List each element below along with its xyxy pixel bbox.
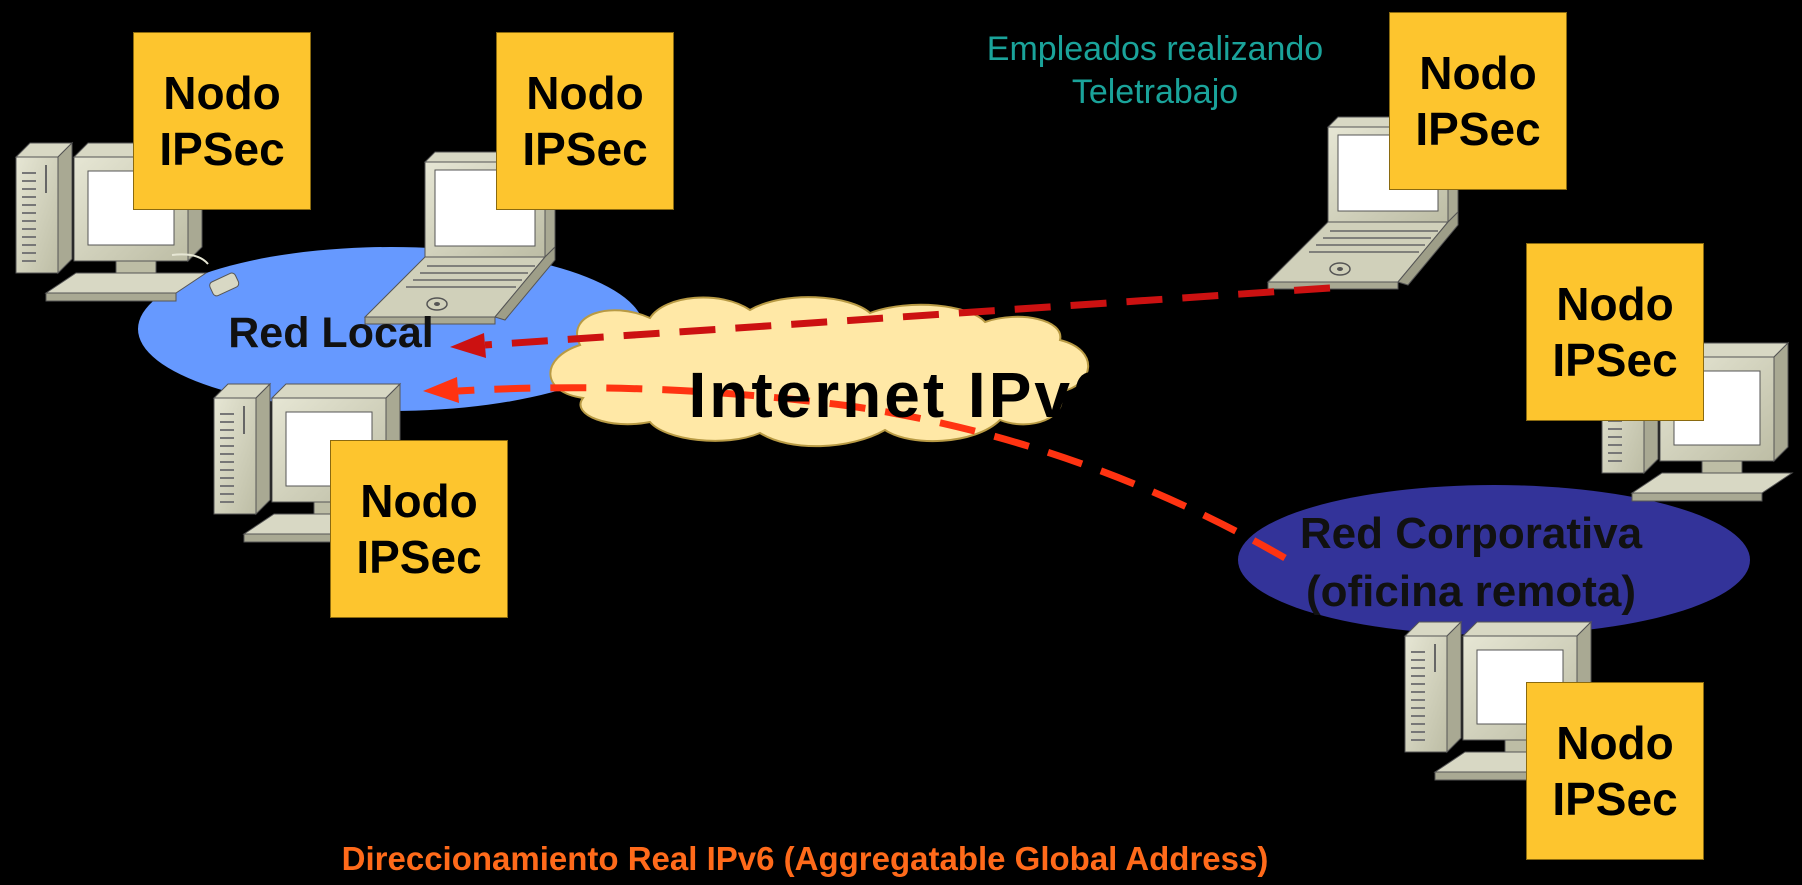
ipsec-node-box: Nodo IPSec [1526,682,1704,860]
node-label-line1: Nodo [163,67,281,119]
node-label-line1: Nodo [1556,717,1674,769]
node-label-line2: IPSec [1415,103,1541,155]
mouse-icon [171,253,240,297]
corporate-network-line1: Red Corporativa [1299,509,1643,558]
corporate-network-line2: (oficina remota) [1305,567,1637,616]
node-label-line1: Nodo [1556,278,1674,330]
corporate-network-label: Red Corporativa (oficina remota) [1246,505,1696,621]
corporate-network-ellipse [1238,485,1750,635]
ipsec-node-box: Nodo IPSec [496,32,674,210]
telework-line2: Teletrabajo [1071,73,1239,111]
node-label-line2: IPSec [159,123,285,175]
local-network-label: Red Local [228,309,434,357]
telework-label: Empleados realizando Teletrabajo [950,28,1360,114]
addressing-footer: Direccionamiento Real IPv6 (Aggregatable… [341,840,1269,877]
internet-label: Internet IPv6 [688,359,1112,431]
node-label-line2: IPSec [1552,334,1678,386]
ipsec-tunnel-corporate [423,377,1287,562]
node-label-line1: Nodo [526,67,644,119]
node-label-line1: Nodo [1419,47,1537,99]
ipsec-node-box: Nodo IPSec [1526,243,1704,421]
ipsec-node-box: Nodo IPSec [1389,12,1567,190]
ipsec-node-box: Nodo IPSec [133,32,311,210]
node-label-line2: IPSec [1552,773,1678,825]
ipsec-tunnel-telework [450,284,1331,358]
node-label-line1: Nodo [360,475,478,527]
node-label-line2: IPSec [522,123,648,175]
telework-line1: Empleados realizando [986,30,1324,68]
node-label-line2: IPSec [356,531,482,583]
ipsec-node-box: Nodo IPSec [330,440,508,618]
